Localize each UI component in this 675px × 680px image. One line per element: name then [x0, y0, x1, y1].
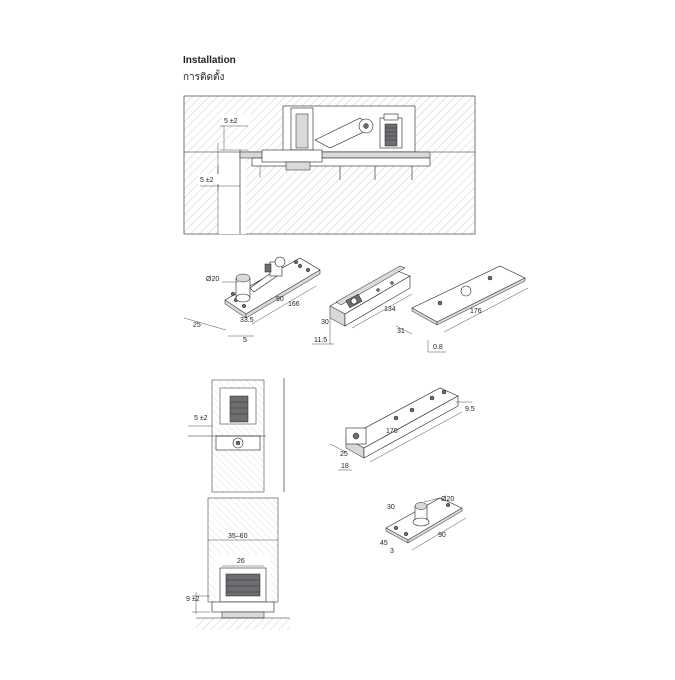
pivot-unit-drawing: Ø20 90 166 25 33.5 5 [183, 256, 321, 344]
floor-section-view: 5 ±2 5 ±2 [183, 95, 476, 235]
page-subtitle: การติดตั้ง [183, 72, 225, 83]
door-bottom-gap-label: 9 ±2 [186, 596, 200, 603]
top-pivot-thickness-label: 3 [390, 548, 394, 555]
top-pivot-height-label: 30 [387, 504, 395, 511]
door-side-gap-label: 5 ±2 [194, 415, 208, 422]
channel-drawing: 134 30 11.5 [312, 265, 413, 345]
cover-plate-drawing: 176 31 0.8 [395, 265, 529, 353]
cover-length-label: 176 [470, 308, 482, 315]
cover-thickness-label: 0.8 [433, 344, 443, 351]
top-pivot-diameter-label: Ø20 [441, 496, 454, 503]
floor-side-gap-label: 5 ±2 [200, 177, 214, 184]
floor-top-gap-label: 5 ±2 [224, 118, 238, 125]
door-inner-width-label: 26 [237, 558, 245, 565]
door-front-view: 35–60 26 9 ±2 [186, 497, 290, 630]
top-bracket-drawing: 9.5 170 25 18 [329, 387, 475, 471]
top-pivot-drawing: Ø20 30 45 3 90 [380, 496, 467, 555]
bracket-width-label: 25 [340, 451, 348, 458]
pivot-length-label: 166 [288, 301, 300, 308]
door-width-range-label: 35–60 [228, 533, 248, 540]
bracket-height-label: 18 [341, 463, 349, 470]
top-pivot-length-label: 90 [438, 532, 446, 539]
pivot-plate-label: 5 [243, 337, 247, 344]
pivot-arm-label: 90 [276, 296, 284, 303]
page-title: Installation [183, 55, 236, 66]
top-pivot-width-label: 45 [380, 540, 388, 547]
channel-length-label: 134 [384, 306, 396, 313]
pivot-width-label: 25 [193, 322, 201, 329]
pivot-offset-label: 33.5 [240, 317, 254, 324]
bracket-length-label: 170 [386, 428, 398, 435]
door-side-view: 5 ±2 [188, 378, 285, 493]
channel-width-label: 11.5 [314, 337, 327, 344]
channel-height-label: 30 [321, 319, 329, 326]
bracket-depth-label: 9.5 [465, 406, 475, 413]
cover-width-label: 31 [397, 328, 405, 335]
pivot-diameter-label: Ø20 [206, 276, 219, 283]
